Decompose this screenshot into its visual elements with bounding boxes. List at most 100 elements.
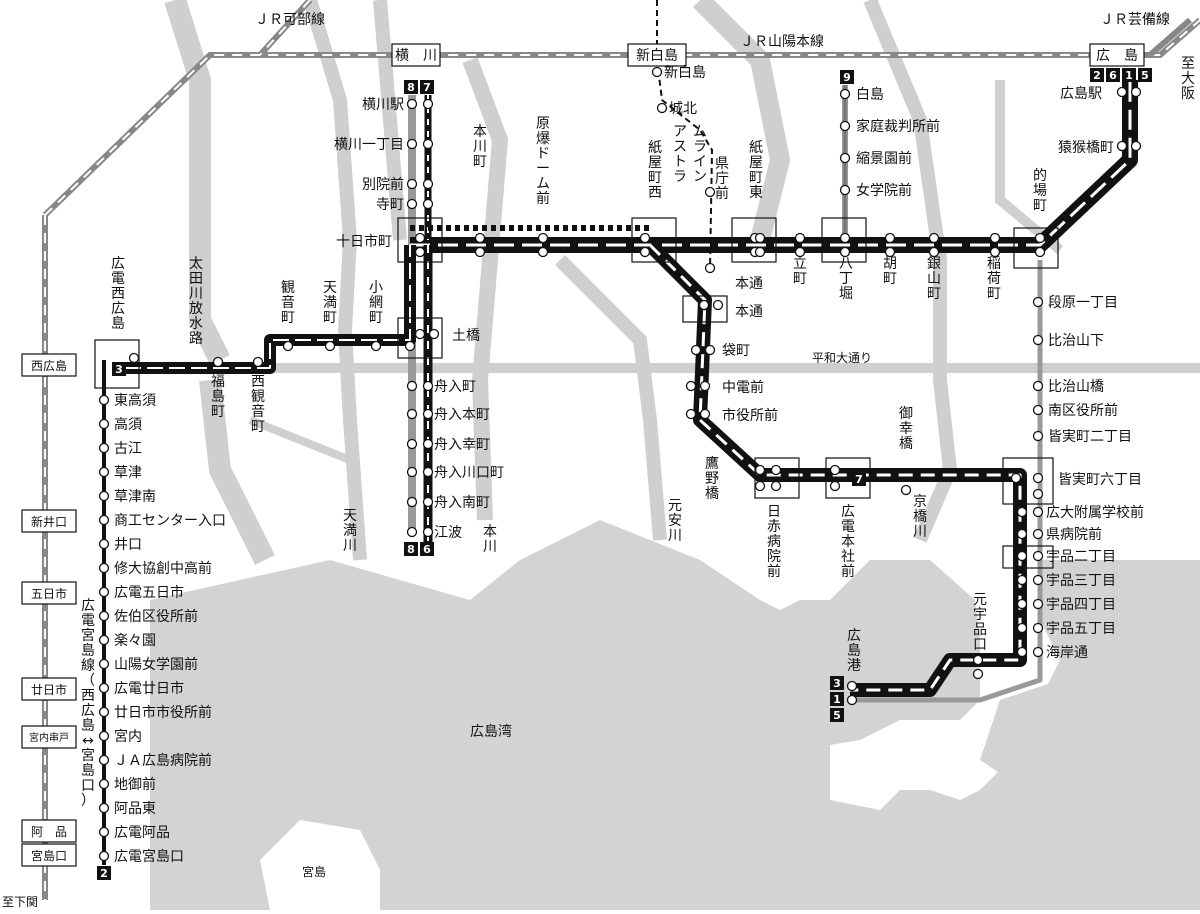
main-a-5-stop (754, 232, 766, 244)
ujina-e-3-stop (1032, 404, 1044, 416)
miyajima-line-name-char: 広 (81, 598, 95, 614)
route-hiroshima-station-badge-bg-1 (1106, 68, 1120, 82)
ujina-peninsula (980, 680, 1200, 800)
station-label-kamiyacho-higashi-char: 東 (749, 185, 763, 201)
station-label-hiroden-nishihiroshima-char: 電 (111, 271, 125, 287)
ota-river-road-label-char: 路 (189, 331, 203, 347)
route-hiroshima-station-badge-bg-0 (1090, 68, 1104, 82)
tram-west-line-dash (125, 245, 411, 369)
main-b-7-stop (839, 246, 851, 258)
station-label-fukushimacho-char: 福 (211, 374, 225, 390)
enkobashi-b-stop (1130, 140, 1142, 152)
station-label-eba-5: 江波 (434, 525, 462, 541)
station-label-miyajima-10: 楽々園 (114, 633, 156, 649)
west-4-stop (370, 340, 382, 352)
astram-label-2-char: イ (693, 154, 707, 170)
miyajima-6-stop (98, 538, 110, 550)
jr-box-miyauchikushido (21, 725, 77, 749)
ujina-e2-a-9-stop (1016, 574, 1028, 586)
station-label-yokogawa-0: 横川駅 (362, 97, 404, 113)
jr-box-shinhakushima (627, 43, 687, 67)
ujina-w-b-0-stop (690, 344, 702, 356)
jr-station-shiniguchi: 新井口 (31, 514, 67, 529)
station-label-kamiyacho-nishi-char: 西 (648, 185, 662, 201)
ujina-e2-a-7-stop (1016, 528, 1028, 540)
main-b-8-stop (884, 246, 896, 258)
station-label-nishi-kanoncho-char: 町 (251, 419, 265, 435)
station-label-eba-1: 舟入本町 (434, 407, 490, 423)
ota-river-south (199, 378, 275, 565)
yokogawa-g-3-stop (406, 198, 418, 210)
miyajima-1-stop (98, 418, 110, 430)
station-label-tenmacho-char: 町 (323, 310, 337, 326)
ujina-e-4-stop (1032, 430, 1044, 442)
station-label-hiroden-honsha-mae-char: 電 (841, 519, 855, 535)
station-label-miyukibashi-char: 御 (899, 406, 913, 422)
jr-line-labels: ＪＲ可部線 ＪＲ山陽本線 ＪＲ芸備線 至下関 (2, 12, 1170, 909)
box-kamiyacho-higashi (731, 217, 777, 263)
station-label-ujina-e-4: 皆実町二丁目 (1048, 429, 1132, 445)
route-ujina-port-badge-bg-2 (830, 708, 844, 722)
hiroshima-st-a-stop (1116, 86, 1128, 98)
eba-0-stop (422, 380, 434, 392)
minamimachi6-c-stop (1032, 488, 1044, 500)
transfer-boxes (94, 217, 1059, 569)
station-layer: 横川駅横川一丁目別院前寺町十日市町本通白島家庭裁判所前縮景園前女学院前広島駅猿猴… (98, 65, 1144, 865)
station-label-miyajima-3: 草津 (114, 465, 142, 481)
station-label-hiroshima-port-char: 港 (847, 658, 861, 674)
eba-g-1-stop (406, 408, 418, 420)
box-nishihiroshima (94, 339, 140, 389)
to-shimonoseki-label: 至下関 (2, 895, 38, 909)
enkobashi-a-stop (1116, 140, 1128, 152)
yokogawa-2-stop (422, 178, 434, 190)
miyajima-line-name-char: 島 (81, 718, 95, 734)
miyajima-5-stop (98, 514, 110, 526)
station-label-hiroshima-port: 広島港 (847, 628, 861, 674)
station-label-ebisucho-char: 町 (883, 271, 897, 287)
miyajima-line-name-char: 島 (81, 643, 95, 659)
land-masses (150, 520, 1200, 910)
station-label-ujina-e-0: 段原一丁目 (1048, 295, 1118, 311)
route-nishihiroshima-badge-bg-0 (112, 362, 126, 376)
hakushima-2-stop (839, 152, 851, 164)
station-label-genbaku-dome-char: 原 (536, 116, 550, 132)
miyajima-2-stop (98, 442, 110, 454)
station-label-tatemachi-char: 町 (793, 271, 807, 287)
station-label-kamiyacho-nishi-char: 紙 (648, 140, 662, 156)
station-label-kamiyacho-nishi-char: 屋 (648, 155, 662, 171)
miyajima-3-stop (98, 466, 110, 478)
route-eba-badge-bg-0 (404, 542, 418, 556)
jr-box-ajina (21, 819, 77, 843)
yokogawa-3-stop (422, 198, 434, 210)
miyajima-0-stop (98, 394, 110, 406)
station-label-miyajima-17: 阿品東 (114, 801, 156, 817)
ujina-w-2-stop (699, 408, 711, 420)
hondori-b-stop (712, 299, 724, 311)
route-eba-badge-0: 8 (407, 543, 415, 556)
route-hiroshima-station-badge-1: 6 (1109, 69, 1117, 82)
route-yokogawa-badge-1: 7 (423, 81, 431, 94)
tenma-river-label-char: 川 (343, 538, 357, 554)
astram-label-kenchomae-char: 前 (715, 185, 729, 202)
minamimachi6-a-stop (1010, 472, 1022, 484)
station-label-honkawacho-char: 町 (473, 154, 487, 170)
station-label-miyajima-9: 佐伯区役所前 (114, 608, 198, 625)
miyajima-line-name-char: ↔ (82, 733, 94, 749)
hakushima-1-stop (839, 120, 851, 132)
station-label-hiroden-nishihiroshima-char: 西 (111, 286, 125, 302)
nisseki-a-stop (754, 464, 766, 476)
main-a-8-stop (884, 232, 896, 244)
box-matoba (1013, 227, 1059, 269)
kyobashi-river-label-char: 橋 (913, 509, 927, 525)
jr-station-nishihiroshima: 西広島 (31, 358, 67, 373)
station-label-eba-4: 舟入南町 (434, 495, 490, 511)
miyajima-10-stop (98, 634, 110, 646)
eba-5-stop (422, 526, 434, 538)
